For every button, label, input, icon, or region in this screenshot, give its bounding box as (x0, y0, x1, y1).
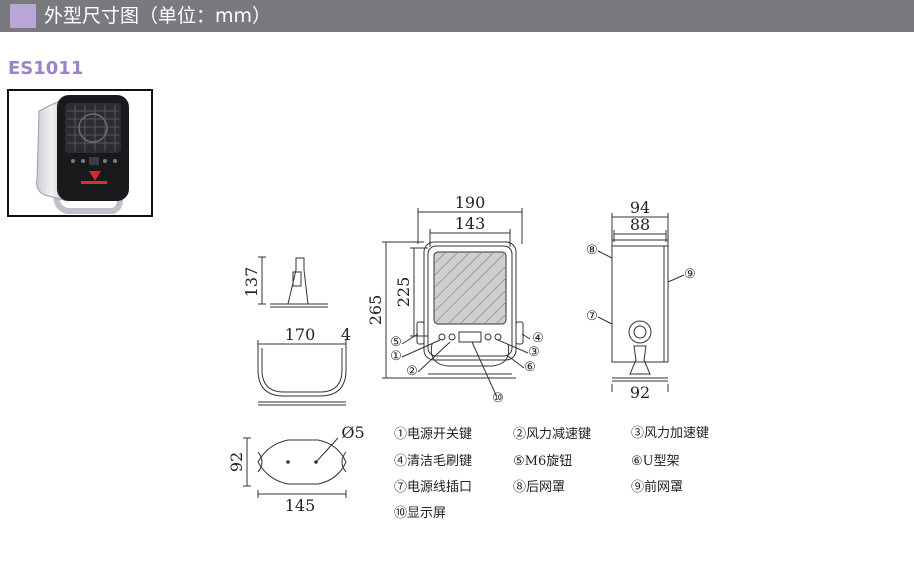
bottom-width-label: 170 (285, 325, 316, 344)
parts-legend: ①电源开关键 ②风力减速键 ③风力加速键 ④清洁毛刷键 ⑤M6旋钮 ⑥U型架 ⑦… (394, 426, 709, 521)
side-height-label: 137 (242, 267, 261, 298)
callout-10: ⑩ (492, 391, 504, 406)
legend-item-10: ⑩显示屏 (394, 506, 446, 521)
callout-2: ② (406, 364, 418, 379)
front-inner-width-label: 143 (455, 214, 486, 233)
right-depth-label: 94 (630, 198, 650, 217)
legend-item-3: ③风力加速键 (631, 426, 709, 441)
front-inner-height-label: 225 (394, 277, 413, 308)
section-title: 外型尺寸图（单位：mm） (44, 5, 272, 27)
right-view: 94 88 92 ⑧ ⑨ ⑦ (586, 198, 696, 402)
legend-item-2: ②风力减速键 (513, 427, 591, 442)
right-base-label: 92 (630, 383, 650, 402)
callout-7: ⑦ (586, 309, 598, 324)
hole-diameter-label: Ø5 (341, 423, 364, 442)
model-name: ES1011 (8, 58, 84, 79)
callout-6: ⑥ (524, 360, 536, 375)
front-grille-hatch (433, 251, 507, 325)
bottom-thickness-label: 4 (341, 325, 351, 344)
section-header: 外型尺寸图（单位：mm） (0, 0, 914, 32)
legend-item-6: ⑥U型架 (631, 454, 680, 469)
legend-item-8: ⑧后网罩 (513, 480, 565, 495)
legend-item-9: ⑨前网罩 (631, 479, 683, 495)
legend-item-1: ①电源开关键 (394, 427, 472, 442)
callout-4: ④ (532, 331, 544, 346)
callout-5: ⑤ (390, 335, 402, 350)
front-width-label: 190 (455, 193, 486, 212)
callout-3: ③ (528, 345, 540, 360)
right-inner-depth-label: 88 (630, 215, 650, 234)
side-view: 137 (242, 256, 328, 308)
bottom-view: 170 4 (257, 325, 351, 406)
base-depth-label: 92 (227, 452, 246, 472)
product-photo (7, 89, 153, 217)
callout-9: ⑨ (684, 267, 696, 282)
front-view: 190 143 265 225 (366, 193, 544, 406)
legend-item-7: ⑦电源线插口 (394, 480, 472, 495)
product-photo-illustration (36, 95, 129, 214)
callout-8: ⑧ (586, 243, 598, 258)
base-plate-view: 92 Ø5 145 (227, 423, 365, 515)
header-accent-bar (10, 4, 36, 28)
base-width-label: 145 (285, 496, 316, 515)
legend-item-5: ⑤M6旋钮 (513, 454, 572, 469)
callout-1: ① (390, 349, 402, 364)
legend-item-4: ④清洁毛刷键 (394, 454, 472, 469)
front-height-label: 265 (366, 295, 385, 326)
